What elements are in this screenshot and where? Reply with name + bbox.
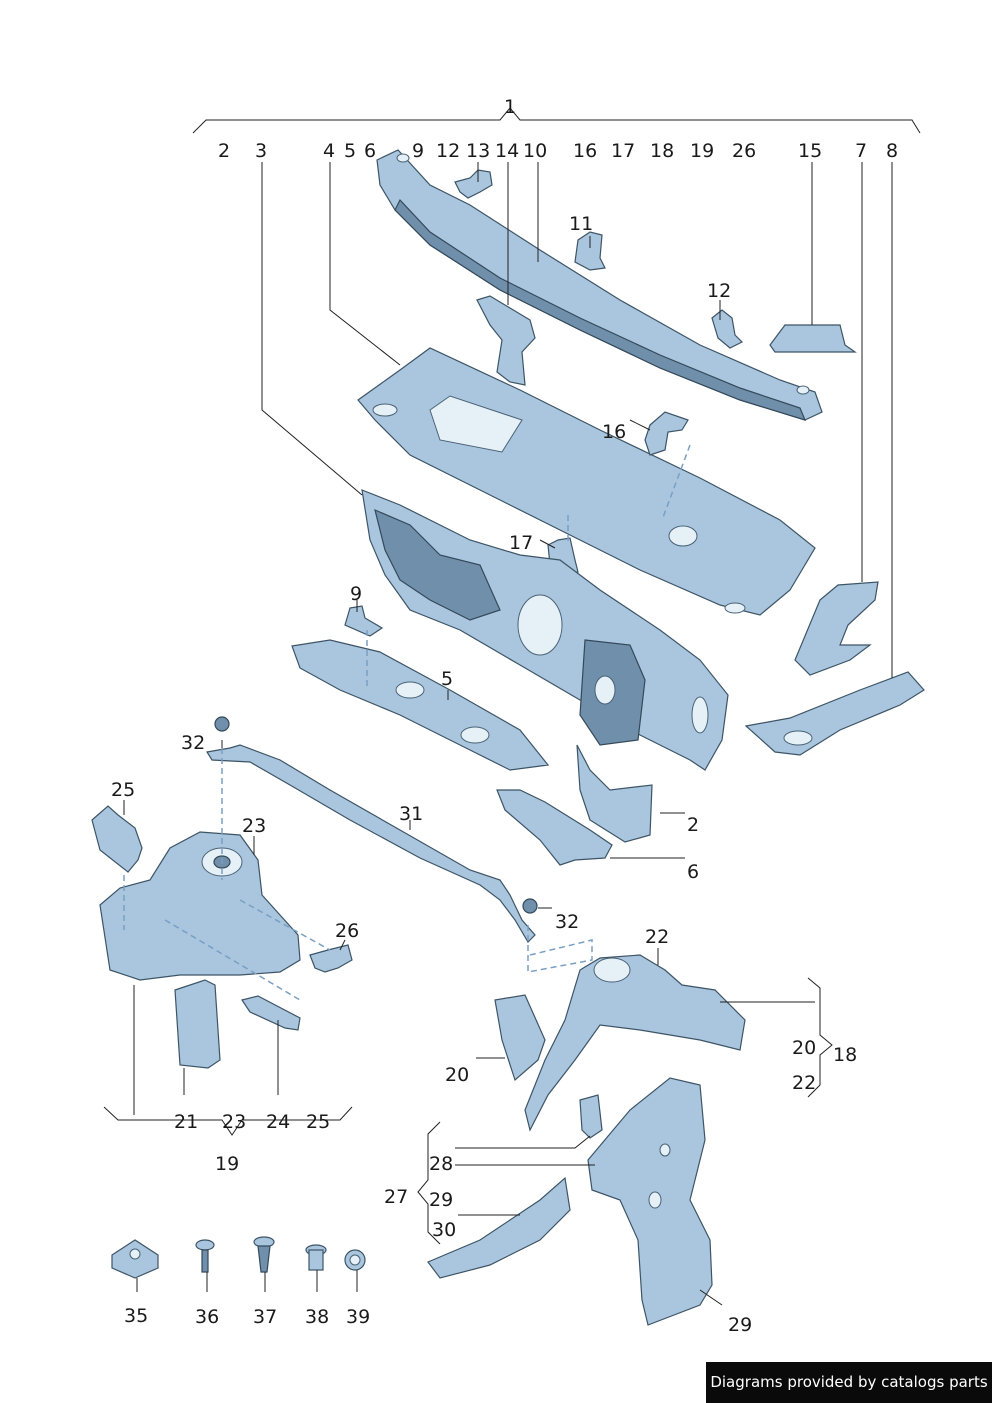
callout-37: 37 <box>253 1306 277 1328</box>
part-31-strut-brace <box>206 744 536 943</box>
credit-banner: Diagrams provided by catalogs parts <box>706 1362 992 1403</box>
callout-8: 8 <box>886 140 898 162</box>
callout-16: 16 <box>573 140 597 162</box>
callout-5: 5 <box>344 140 356 162</box>
callout-20a: 20 <box>792 1037 816 1059</box>
part-13-bracket <box>454 169 493 199</box>
callout-31: 31 <box>399 803 423 825</box>
callout-9: 9 <box>412 140 424 162</box>
callout-13: 13 <box>466 140 490 162</box>
part-8-rail <box>744 671 925 756</box>
callout-9b: 9 <box>350 583 362 605</box>
callout-35: 35 <box>124 1305 148 1327</box>
callout-6b: 6 <box>687 861 699 883</box>
callout-18b: 18 <box>833 1044 857 1066</box>
callout-20b: 20 <box>445 1064 469 1086</box>
part-37-screw <box>253 1236 275 1273</box>
group-1-bracket <box>192 107 921 134</box>
callout-4: 4 <box>323 140 335 162</box>
callout-26: 26 <box>732 140 756 162</box>
callout-32a: 32 <box>181 732 205 754</box>
callout-11: 11 <box>569 213 593 235</box>
callout-24: 24 <box>266 1111 290 1133</box>
part-32-nut-top <box>214 716 230 732</box>
callout-12: 12 <box>436 140 460 162</box>
part-32-nut-bottom <box>522 898 538 914</box>
callout-29b: 29 <box>728 1314 752 1336</box>
part-12-bracket <box>711 309 744 349</box>
callout-1: 1 <box>504 96 516 118</box>
callout-30: 30 <box>432 1219 456 1241</box>
callout-36: 36 <box>195 1306 219 1328</box>
callout-3: 3 <box>255 140 267 162</box>
part-11-bracket <box>574 231 606 271</box>
callout-23a: 23 <box>242 815 266 837</box>
callout-22a: 22 <box>645 926 669 948</box>
part-9-bracket <box>344 605 384 637</box>
callout-19: 19 <box>690 140 714 162</box>
callout-16b: 16 <box>602 421 626 443</box>
callout-28: 28 <box>429 1153 453 1175</box>
callout-labels: 1 2 3 4 5 6 9 12 13 14 10 16 17 18 19 26… <box>111 96 898 1336</box>
part-5-cross-panel <box>291 639 550 771</box>
part-22-strut-tower <box>524 954 746 1132</box>
part-39-washer <box>344 1249 366 1271</box>
part-4-plenum-panel <box>357 347 816 616</box>
callout-27: 27 <box>384 1186 408 1208</box>
callout-18: 18 <box>650 140 674 162</box>
callout-2b: 2 <box>687 814 699 836</box>
part-10-cross-member <box>376 149 823 421</box>
callout-25b: 25 <box>306 1111 330 1133</box>
part-29-pillar <box>587 1077 713 1326</box>
callout-15: 15 <box>798 140 822 162</box>
callout-29a: 29 <box>429 1189 453 1211</box>
callout-39: 39 <box>346 1306 370 1328</box>
callout-22b: 22 <box>792 1072 816 1094</box>
callout-26b: 26 <box>335 920 359 942</box>
part-25-bracket <box>91 805 143 873</box>
dashed-guides <box>123 444 691 1001</box>
part-15-bracket <box>769 324 857 353</box>
part-7-bracket <box>794 581 879 676</box>
callout-17b: 17 <box>509 532 533 554</box>
callout-7: 7 <box>855 140 867 162</box>
callout-38: 38 <box>305 1306 329 1328</box>
part-38-rivet <box>305 1244 327 1271</box>
callout-14: 14 <box>495 140 519 162</box>
part-30-rail <box>427 1176 571 1279</box>
leader-lines <box>103 162 893 1306</box>
callout-10: 10 <box>523 140 547 162</box>
callout-6: 6 <box>364 140 376 162</box>
part-26-bracket <box>309 944 353 973</box>
callout-21: 21 <box>174 1111 198 1133</box>
part-14-bracket <box>476 295 536 386</box>
callout-25a: 25 <box>111 779 135 801</box>
callout-23b: 23 <box>222 1111 246 1133</box>
callout-5b: 5 <box>441 668 453 690</box>
part-2-panel <box>576 744 653 843</box>
part-16-bracket <box>644 411 689 456</box>
part-21-bracket <box>174 979 221 1069</box>
callout-32b: 32 <box>555 911 579 933</box>
part-6-panel <box>496 789 613 866</box>
callout-17: 17 <box>611 140 635 162</box>
part-20-panel <box>494 994 546 1082</box>
part-3-bulkhead <box>361 489 729 771</box>
part-28-bracket <box>579 1094 603 1139</box>
callout-2: 2 <box>218 140 230 162</box>
callout-19: 19 <box>215 1153 239 1175</box>
part-36-screw <box>195 1239 215 1273</box>
callout-12b: 12 <box>707 280 731 302</box>
part-24-bracket <box>241 995 301 1031</box>
